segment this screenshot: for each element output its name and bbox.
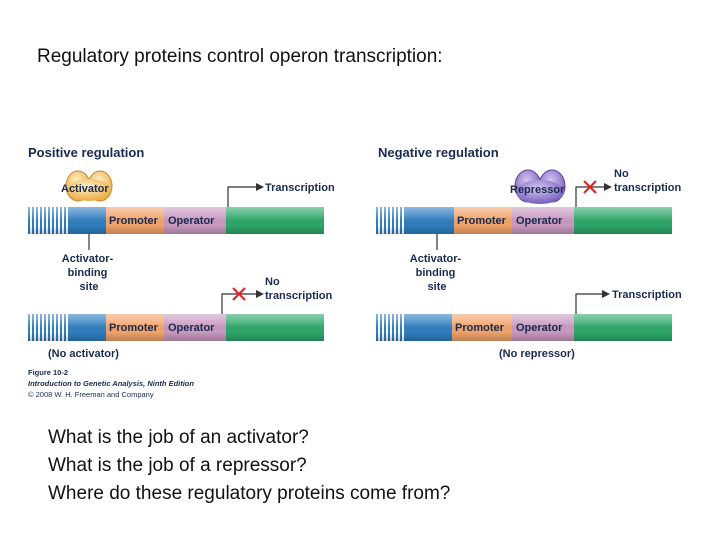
activator-label: Activator bbox=[61, 183, 109, 195]
positive-top-dna bbox=[28, 207, 324, 234]
negative-top-operator-label: Operator bbox=[516, 215, 563, 227]
negative-top-promoter-label: Promoter bbox=[457, 215, 507, 227]
negative-heading: Negative regulation bbox=[378, 145, 499, 160]
repressor-label: Repressor bbox=[510, 184, 565, 196]
positive-binding-site-label: Activator- binding site bbox=[62, 253, 116, 293]
negative-blocked-arrow bbox=[575, 183, 612, 207]
positive-top-operator-label: Operator bbox=[168, 215, 215, 227]
activator-protein bbox=[65, 170, 113, 202]
question-activator: What is the job of an activator? bbox=[48, 427, 309, 448]
slide-title: Regulatory proteins control operon trans… bbox=[37, 46, 443, 67]
figure-caption-number: Figure 10-2 bbox=[28, 368, 68, 377]
figure-caption-book: Introduction to Genetic Analysis, Ninth … bbox=[28, 379, 194, 388]
negative-bottom-dna bbox=[376, 314, 672, 341]
negative-bottom-operator-label: Operator bbox=[516, 322, 563, 334]
question-list: What is the job of an activator? What is… bbox=[48, 424, 450, 508]
no-activator-label: (No activator) bbox=[48, 348, 119, 360]
positive-cross-icon bbox=[232, 287, 246, 301]
repressor-protein bbox=[514, 169, 566, 204]
positive-transcription-label: Transcription bbox=[265, 182, 335, 194]
negative-top-dna bbox=[376, 207, 672, 234]
positive-blocked-arrow bbox=[221, 290, 264, 314]
positive-heading: Positive regulation bbox=[28, 145, 144, 160]
positive-bottom-promoter-label: Promoter bbox=[109, 322, 159, 334]
figure-caption-copyright: © 2008 W. H. Freeman and Company bbox=[28, 390, 154, 399]
positive-no-transcription-label: No transcription bbox=[265, 276, 333, 302]
question-repressor: What is the job of a repressor? bbox=[48, 455, 307, 476]
negative-no-transcription-label: No transcription bbox=[614, 168, 682, 194]
positive-transcription-arrow bbox=[227, 183, 264, 207]
negative-transcription-arrow bbox=[575, 290, 610, 314]
no-repressor-label: (No repressor) bbox=[499, 348, 575, 360]
question-origin: Where do these regulatory proteins come … bbox=[48, 483, 451, 504]
positive-bottom-operator-label: Operator bbox=[168, 322, 215, 334]
negative-cross-icon bbox=[583, 180, 597, 194]
negative-binding-site-label: Activator- binding site bbox=[410, 253, 464, 293]
negative-bottom-promoter-label: Promoter bbox=[455, 322, 505, 334]
positive-top-promoter-label: Promoter bbox=[109, 215, 159, 227]
positive-bottom-dna bbox=[28, 314, 324, 341]
negative-transcription-label: Transcription bbox=[612, 289, 682, 301]
